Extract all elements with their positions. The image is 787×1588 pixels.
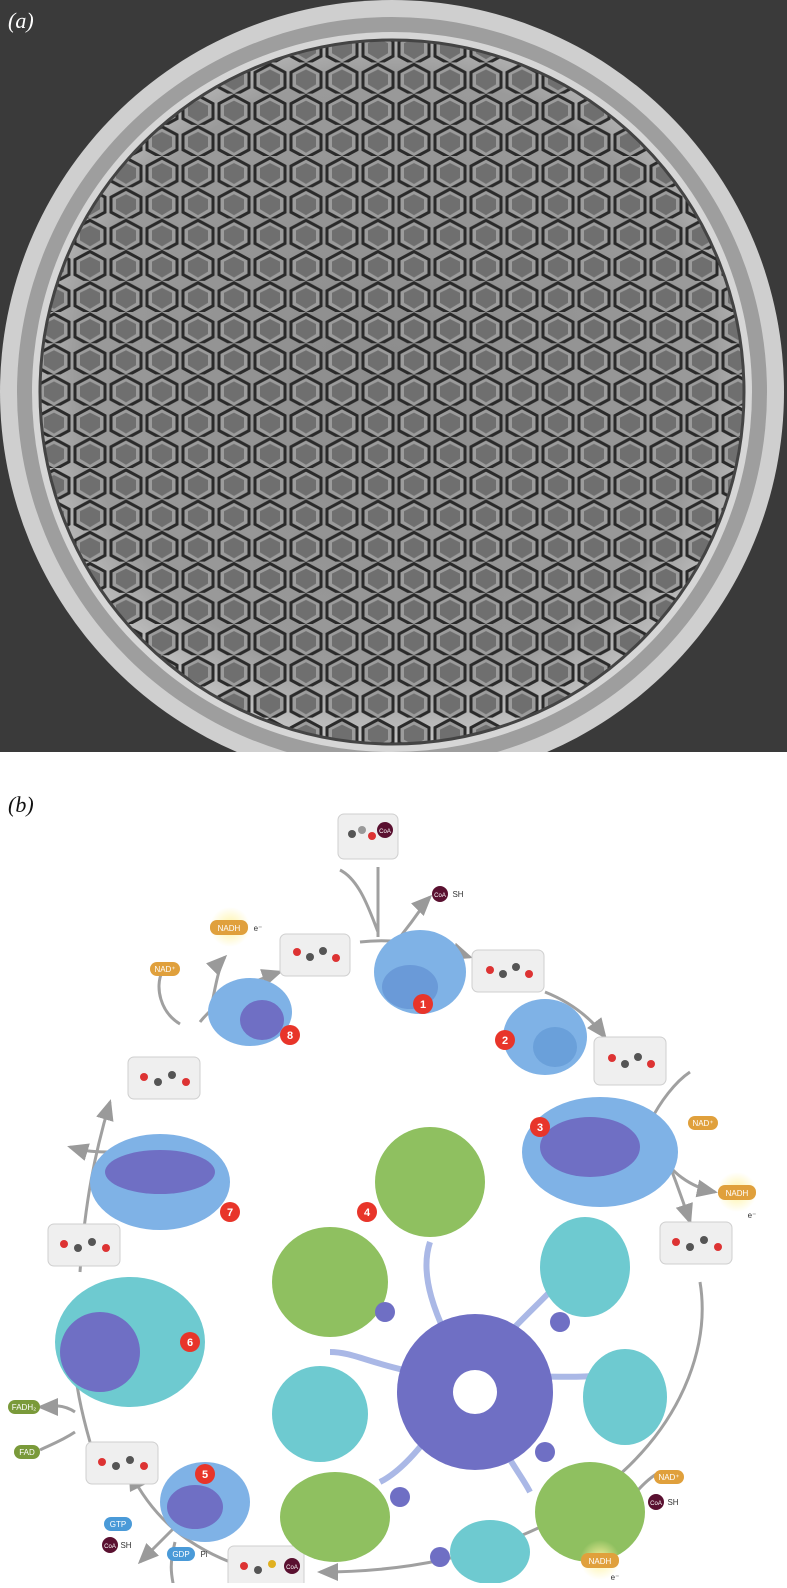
fumarate-box [48,1224,120,1266]
step-3-badge: 3 [537,1122,543,1134]
panel-b-citric-acid-cycle: (b) [0,752,787,1583]
alpha-ketoglutarate-box [660,1222,732,1264]
electron-label: e⁻ [611,1573,620,1582]
enzyme-3-isocitrate-dehydrogenase [522,1097,678,1207]
citrate-box [472,950,544,992]
enzyme-8-malate-dehydrogenase [208,978,292,1046]
gdp-label: GDP [172,1550,189,1559]
panel-a-photograph: (a) [0,0,787,752]
step-4-badge: 4 [364,1207,371,1219]
enzyme-7-fumarase [90,1134,230,1230]
nadh-label: NADH [218,924,241,933]
gtp-label: GTP [110,1520,126,1529]
coa-label: CoA [434,893,446,899]
panel-a-label: (a) [8,8,34,34]
fad-label: FAD [19,1448,35,1457]
succinate-box [86,1442,158,1484]
oxaloacetate-box [280,934,350,976]
enzymes [55,930,678,1583]
nad-plus-label: NAD⁺ [692,1119,713,1128]
fadh2-label: FADH₂ [12,1403,36,1412]
enzyme-2-aconitase [503,999,587,1075]
nadh-label: NADH [726,1189,749,1198]
step-6-badge: 6 [187,1337,193,1349]
coa-label: CoA [379,829,391,835]
electron-label: e⁻ [254,924,263,933]
sh-label: SH [120,1541,131,1550]
pi-label: Pi [200,1550,207,1559]
nad-plus-label: NAD⁺ [154,965,175,974]
cycle-diagram: CoA CoA [0,752,787,1583]
nadh-label: NADH [589,1557,612,1566]
step-2-badge: 2 [502,1035,508,1047]
coa-label: CoA [104,1544,116,1550]
electron-label: e⁻ [748,1211,757,1220]
panel-b-label: (b) [8,792,34,818]
sh-label: SH [452,890,463,899]
coa-label: CoA [650,1501,662,1507]
step-8-badge: 8 [287,1030,293,1042]
isocitrate-box [594,1037,666,1085]
coa-label: CoA [286,1565,298,1571]
malate-box [128,1057,200,1099]
nad-plus-label: NAD⁺ [658,1473,679,1482]
convection-cells-photo [0,0,787,752]
step-7-badge: 7 [227,1207,233,1219]
step-5-badge: 5 [202,1469,208,1481]
sh-label: SH [667,1498,678,1507]
step-1-badge: 1 [420,999,426,1011]
